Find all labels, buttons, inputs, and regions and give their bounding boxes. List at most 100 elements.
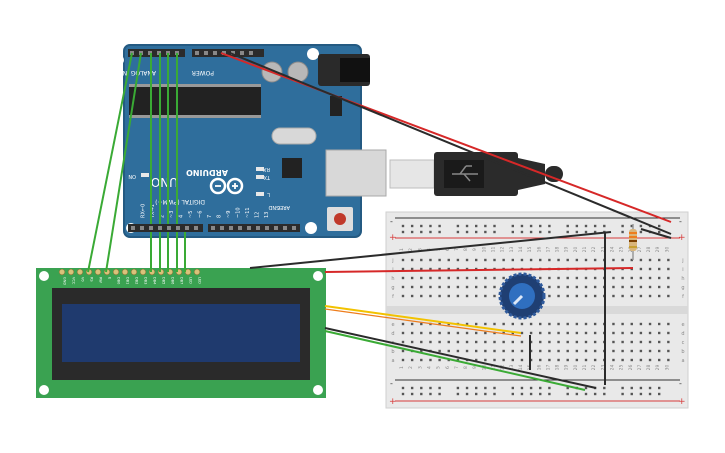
terminal-hole[interactable] [493,258,496,262]
terminal-hole[interactable] [539,322,542,326]
terminal-hole[interactable] [621,294,624,298]
rail-hole[interactable] [401,230,405,234]
terminal-hole[interactable] [529,349,533,353]
rail-hole[interactable] [520,386,524,390]
terminal-hole[interactable] [520,340,524,344]
terminal-hole[interactable] [658,258,661,262]
terminal-hole[interactable] [401,322,405,326]
terminal-hole[interactable] [465,276,469,280]
terminal-hole[interactable] [410,258,414,262]
terminal-hole[interactable] [548,358,551,362]
terminal-hole[interactable] [456,258,460,262]
digital-pin[interactable] [149,226,153,230]
rail-hole[interactable] [639,230,643,234]
terminal-hole[interactable] [475,285,478,289]
terminal-hole[interactable] [639,322,643,326]
terminal-hole[interactable] [557,294,560,298]
terminal-hole[interactable] [484,322,487,326]
terminal-hole[interactable] [584,349,588,353]
rail-hole[interactable] [639,386,643,390]
rail-hole[interactable] [420,224,423,228]
rail-hole[interactable] [621,386,624,390]
terminal-hole[interactable] [429,258,432,262]
terminal-hole[interactable] [429,276,432,280]
rail-hole[interactable] [621,392,624,396]
terminal-hole[interactable] [584,358,588,362]
digital-pin[interactable] [167,226,171,230]
terminal-hole[interactable] [593,258,597,262]
digital-pin[interactable] [238,226,242,230]
rail-hole[interactable] [630,224,633,228]
terminal-hole[interactable] [612,358,615,362]
terminal-hole[interactable] [438,349,441,353]
terminal-hole[interactable] [484,294,487,298]
terminal-hole[interactable] [658,285,661,289]
rail-hole[interactable] [484,392,487,396]
terminal-hole[interactable] [639,294,643,298]
terminal-hole[interactable] [420,340,423,344]
terminal-hole[interactable] [438,258,441,262]
rail-hole[interactable] [593,230,597,234]
terminal-hole[interactable] [658,322,661,326]
rail-hole[interactable] [539,230,542,234]
terminal-hole[interactable] [566,358,569,362]
terminal-hole[interactable] [465,349,469,353]
terminal-hole[interactable] [493,358,496,362]
terminal-hole[interactable] [475,340,478,344]
wire-orange[interactable] [324,308,522,337]
rail-hole[interactable] [539,224,542,228]
rail-hole[interactable] [548,392,551,396]
terminal-hole[interactable] [667,294,670,298]
terminal-hole[interactable] [475,258,478,262]
terminal-hole[interactable] [438,276,441,280]
lcd-pin[interactable] [130,268,138,276]
terminal-hole[interactable] [456,276,460,280]
rail-hole[interactable] [465,224,469,228]
terminal-hole[interactable] [584,285,588,289]
rail-hole[interactable] [529,386,533,390]
terminal-hole[interactable] [438,322,441,326]
terminal-hole[interactable] [575,322,579,326]
terminal-hole[interactable] [401,267,405,271]
terminal-hole[interactable] [410,358,414,362]
terminal-hole[interactable] [584,340,588,344]
rail-hole[interactable] [529,392,533,396]
terminal-hole[interactable] [456,358,460,362]
wire-black[interactable] [249,231,612,269]
terminal-hole[interactable] [566,331,569,335]
terminal-hole[interactable] [475,349,478,353]
lcd-pin[interactable] [112,268,120,276]
rail-hole[interactable] [456,392,460,396]
rail-hole[interactable] [429,386,432,390]
terminal-hole[interactable] [621,358,624,362]
rail-hole[interactable] [593,392,597,396]
terminal-hole[interactable] [465,258,469,262]
terminal-hole[interactable] [456,294,460,298]
terminal-hole[interactable] [502,276,505,280]
terminal-hole[interactable] [566,340,569,344]
terminal-hole[interactable] [648,267,652,271]
terminal-hole[interactable] [548,276,551,280]
terminal-hole[interactable] [593,349,597,353]
terminal-hole[interactable] [575,276,579,280]
terminal-hole[interactable] [438,358,441,362]
terminal-hole[interactable] [447,258,450,262]
terminal-hole[interactable] [493,322,496,326]
terminal-hole[interactable] [575,285,579,289]
terminal-hole[interactable] [511,331,514,335]
terminal-hole[interactable] [612,294,615,298]
digital-pin[interactable] [283,226,287,230]
rail-hole[interactable] [420,386,423,390]
rail-hole[interactable] [465,392,469,396]
wire-black[interactable] [324,327,597,389]
terminal-hole[interactable] [575,294,579,298]
power-pin[interactable] [222,51,226,55]
terminal-hole[interactable] [639,340,643,344]
terminal-hole[interactable] [438,294,441,298]
terminal-hole[interactable] [420,322,423,326]
terminal-hole[interactable] [667,267,670,271]
terminal-hole[interactable] [593,285,597,289]
terminal-hole[interactable] [539,331,542,335]
rail-hole[interactable] [420,230,423,234]
rail-hole[interactable] [410,230,414,234]
